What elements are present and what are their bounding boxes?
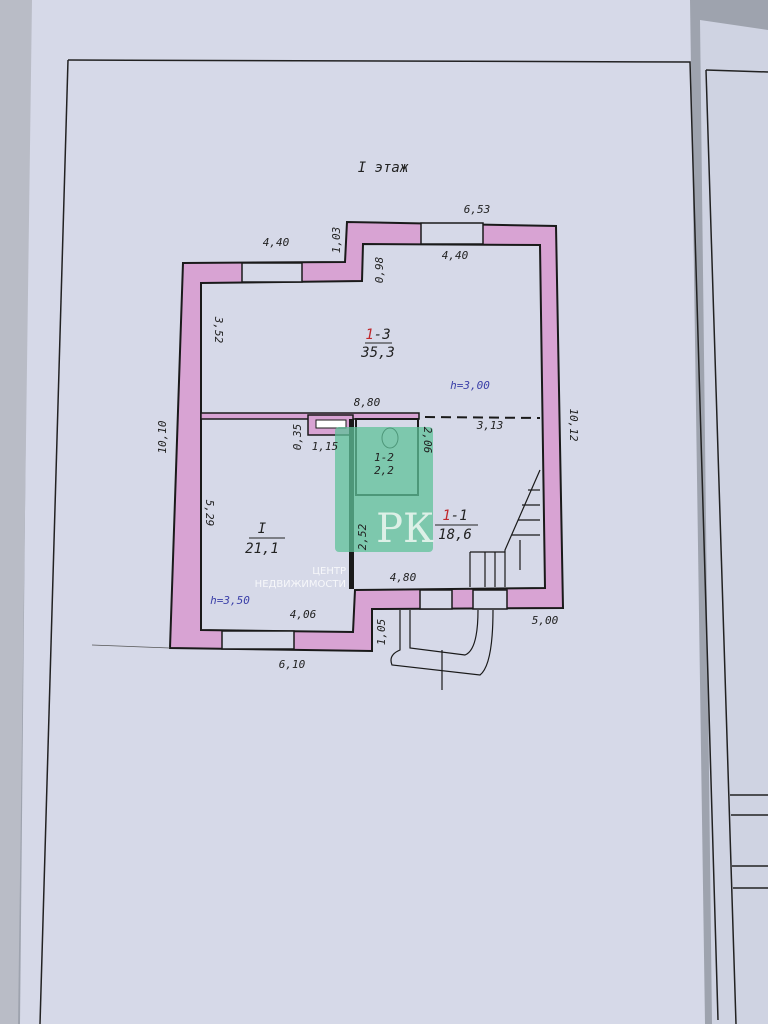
dim-partition: 8,80 (354, 396, 381, 409)
dim-bottom-left: 6,10 (279, 658, 306, 671)
room-1-1-number: 1-1 (442, 508, 467, 524)
dim-right-total: 10,12 (567, 408, 580, 441)
room-i-area: 21,1 (245, 541, 279, 557)
room-i-number: I (258, 521, 267, 537)
dim-top-total: 6,53 (464, 203, 491, 216)
title-block (730, 794, 768, 889)
floor-title: I этаж (358, 160, 409, 176)
room-1-3-area: 35,3 (360, 345, 395, 361)
dim-top-inner: 4,40 (442, 249, 469, 262)
watermark-line2: НЕДВИЖИМОСТИ (255, 579, 346, 590)
dashed-line (424, 416, 541, 419)
dim-left-lower: 5,29 (203, 500, 216, 527)
dim-bottom-step: 1,05 (375, 619, 388, 646)
room-1-2-area: 2,2 (374, 464, 394, 477)
drawing-frame-left (39, 59, 69, 1024)
dim-bottom-right-inner: 4,80 (390, 571, 417, 584)
dim-bath-height: 2,06 (421, 427, 434, 454)
dim-bottom-left-inner: 4,06 (290, 608, 317, 621)
watermark-logo (335, 427, 433, 552)
drawing-frame (67, 59, 719, 1021)
page-edge (0, 0, 32, 1024)
dim-left-upper: 3,52 (212, 316, 225, 344)
dim-left-total: 10,10 (156, 420, 169, 453)
height-upper: h=3,00 (450, 379, 490, 392)
stairs-icon (390, 469, 541, 690)
radiator-icon (315, 419, 347, 429)
dim-top-left: 4,40 (263, 236, 290, 249)
dim-bottom-right: 5,00 (532, 614, 559, 627)
dim-niche: 0,35 (291, 424, 304, 451)
next-sheet (700, 20, 768, 1024)
watermark-letters: РК (376, 506, 434, 552)
next-sheet-frame (705, 69, 737, 1024)
dim-corridor: 2,52 (356, 523, 369, 550)
room-1-1-area: 18,6 (438, 527, 472, 543)
height-lower: h=3,50 (210, 594, 250, 607)
dim-step-inner: 0,98 (373, 256, 386, 283)
room-1-3-number: 1-3 (365, 327, 390, 343)
dim-niche-width: 1,15 (312, 440, 339, 453)
room-1-2-number: 1-2 (374, 451, 394, 464)
dim-step-outer: 1,03 (330, 227, 343, 254)
dim-right-inner: 3,13 (476, 419, 504, 432)
windows (221, 222, 508, 650)
watermark-line1: ЦЕНТР (312, 566, 346, 577)
